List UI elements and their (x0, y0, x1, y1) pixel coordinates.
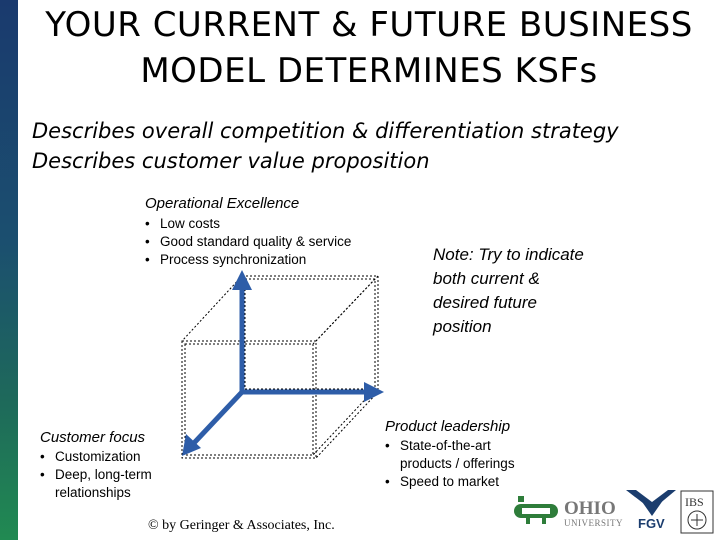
operational-excellence-label: Operational Excellence (145, 195, 300, 212)
cube-front-face (181, 340, 317, 459)
product-bullet: Speed to market (383, 473, 515, 491)
note-line-2: both current & (433, 269, 540, 288)
note-line-3: desired future (433, 293, 537, 312)
subtitle-line-2: Describes customer value proposition (32, 149, 430, 173)
cube-edge-top-right-inner (312, 278, 376, 345)
customer-focus-label: Customer focus (40, 429, 146, 446)
arrowhead-right (364, 382, 384, 402)
note-text: Note: Try to indicate both current & des… (433, 243, 633, 339)
operational-bullets: Low costs Good standard quality & servic… (143, 215, 351, 269)
arrowhead-down-left (182, 434, 201, 456)
ohio-logo-subtext: UNIVERSITY (564, 518, 623, 528)
cube-edge-bottom-right (315, 391, 379, 459)
cube-edge-bottom-right-inner (312, 388, 376, 456)
cube-front-face-inner (184, 343, 314, 456)
green-logo-icon (514, 496, 558, 524)
arrowhead-up (232, 270, 252, 290)
product-bullet: State-of-the-art (383, 437, 515, 455)
customer-bullet-continued: relationships (55, 485, 131, 500)
product-bullets: State-of-the-art products / offerings Sp… (383, 437, 515, 491)
copyright-text: © by Geringer & Associates, Inc. (148, 518, 335, 533)
cube-edge-top-left (181, 275, 243, 342)
ohio-logo-text: OHIO (564, 498, 616, 519)
fgv-logo-text: FGV (638, 516, 665, 530)
ohio-university-logo: OHIO UNIVERSITY (564, 498, 623, 528)
operational-bullet: Process synchronization (143, 251, 351, 269)
cube-back-face-inner (244, 278, 376, 390)
sidebar-stripe (0, 0, 18, 540)
note-line-1: Note: Try to indicate (433, 245, 584, 264)
product-bullet-continued: products / offerings (400, 456, 515, 471)
subtitle-line-1: Describes overall competition & differen… (32, 119, 619, 143)
ibs-logo-text: IBS (685, 495, 704, 509)
title-line-1: YOUR CURRENT & FUTURE BUSINESS (45, 5, 693, 45)
product-leadership-label: Product leadership (385, 418, 511, 435)
customer-bullets: Customization Deep, long-term relationsh… (38, 448, 152, 502)
axis-arrows (182, 270, 384, 456)
fgv-logo: FGV (626, 490, 676, 530)
slide-title: YOUR CURRENT & FUTURE BUSINESS MODEL DET… (18, 2, 720, 94)
operational-bullet: Low costs (143, 215, 351, 233)
operational-bullet: Good standard quality & service (143, 233, 351, 251)
title-line-2: MODEL DETERMINES KSFs (140, 51, 598, 91)
note-line-4: position (433, 317, 492, 336)
ibs-logo: IBS (680, 490, 714, 534)
dashed-cube (181, 275, 379, 459)
customer-bullet: Customization (38, 448, 152, 466)
axis-customer-focus (192, 390, 244, 445)
customer-bullet: Deep, long-term (38, 466, 152, 484)
cube-back-face (241, 275, 379, 393)
